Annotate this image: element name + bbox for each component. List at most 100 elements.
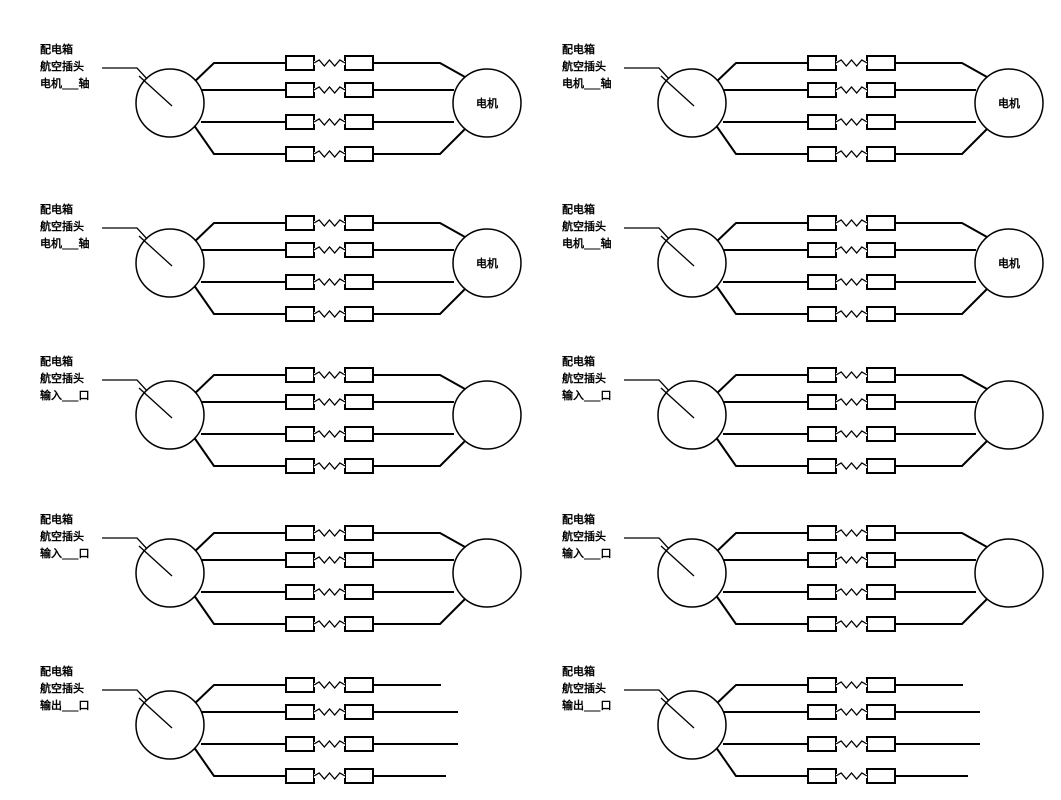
zigzag-connector xyxy=(835,371,868,379)
diagram-label-line: 配电箱 xyxy=(562,512,595,526)
zigzag-connector xyxy=(835,118,868,126)
zigzag-connector xyxy=(313,681,346,689)
terminal-box xyxy=(807,146,837,162)
terminal-box xyxy=(344,677,374,693)
aviation-plug-circle xyxy=(135,690,205,760)
zigzag-connector xyxy=(313,86,346,94)
terminal-box xyxy=(866,394,896,410)
zigzag-connector xyxy=(313,150,346,158)
zigzag-connector xyxy=(313,371,346,379)
wire xyxy=(190,374,466,398)
leader-line-inner xyxy=(660,387,695,419)
terminal-box xyxy=(344,306,374,322)
wire xyxy=(712,120,988,155)
diagram-label-line: 航空插头 xyxy=(40,371,84,385)
terminal-box xyxy=(866,55,896,71)
diagram-label-line: 航空插头 xyxy=(40,59,84,73)
diagram-label-line: 航空插头 xyxy=(562,681,606,695)
wire xyxy=(712,742,968,777)
terminal-box xyxy=(807,274,837,290)
terminal-box xyxy=(285,367,315,383)
leader-line-inner xyxy=(138,387,173,419)
terminal-box xyxy=(285,736,315,752)
terminal-box xyxy=(344,426,374,442)
motor-circle xyxy=(974,380,1044,450)
terminal-box xyxy=(866,367,896,383)
zigzag-connector xyxy=(835,430,868,438)
wire xyxy=(190,742,446,777)
terminal-box xyxy=(807,55,837,71)
terminal-box xyxy=(807,616,837,632)
diagram-label-line: 输出___口 xyxy=(40,698,90,712)
aviation-plug-circle xyxy=(135,538,205,608)
terminal-box xyxy=(866,242,896,258)
leader-line-inner xyxy=(660,545,695,577)
diagram-label-line: 电机___轴 xyxy=(562,76,612,90)
terminal-box xyxy=(807,82,837,98)
diagram-label-line: 配电箱 xyxy=(562,664,595,678)
leader-line-inner xyxy=(138,235,173,267)
aviation-plug-circle xyxy=(135,228,205,298)
terminal-box xyxy=(866,704,896,720)
terminal-box xyxy=(866,82,896,98)
diagram-label-line: 配电箱 xyxy=(40,354,73,368)
terminal-box xyxy=(344,616,374,632)
terminal-box xyxy=(344,274,374,290)
aviation-plug-circle xyxy=(657,538,727,608)
terminal-box xyxy=(285,215,315,231)
zigzag-connector xyxy=(835,86,868,94)
aviation-plug-circle xyxy=(657,228,727,298)
terminal-box xyxy=(344,736,374,752)
wire xyxy=(712,222,988,246)
terminal-box xyxy=(285,616,315,632)
motor-circle xyxy=(974,68,1044,138)
terminal-box xyxy=(866,616,896,632)
zigzag-connector xyxy=(313,430,346,438)
terminal-box xyxy=(285,114,315,130)
zigzag-connector xyxy=(313,740,346,748)
diagram-label-line: 航空插头 xyxy=(562,59,606,73)
terminal-box xyxy=(807,426,837,442)
motor-label: 电机 xyxy=(998,256,1020,270)
aviation-plug-circle xyxy=(135,380,205,450)
wire xyxy=(712,590,988,625)
terminal-box xyxy=(285,426,315,442)
wire xyxy=(190,432,466,467)
terminal-box xyxy=(866,426,896,442)
terminal-box xyxy=(344,146,374,162)
wire xyxy=(190,684,441,708)
terminal-box xyxy=(807,242,837,258)
terminal-box xyxy=(285,306,315,322)
diagram-label-line: 航空插头 xyxy=(562,529,606,543)
diagram-label-line: 配电箱 xyxy=(562,42,595,56)
terminal-box xyxy=(866,215,896,231)
terminal-box xyxy=(807,306,837,322)
motor-circle xyxy=(452,380,522,450)
wire xyxy=(190,532,466,556)
zigzag-connector xyxy=(313,59,346,67)
terminal-box xyxy=(866,458,896,474)
zigzag-connector xyxy=(835,529,868,537)
terminal-box xyxy=(344,82,374,98)
wire xyxy=(712,280,988,315)
terminal-box xyxy=(285,242,315,258)
leader-line-inner xyxy=(660,697,695,729)
diagram-label-line: 电机___轴 xyxy=(40,76,90,90)
wire xyxy=(190,280,466,315)
zigzag-connector xyxy=(313,398,346,406)
motor-circle xyxy=(974,228,1044,298)
diagram-label-line: 电机___轴 xyxy=(562,236,612,250)
wire xyxy=(190,62,466,86)
terminal-box xyxy=(285,146,315,162)
diagram-label-line: 配电箱 xyxy=(40,512,73,526)
diagram-label-line: 输入___口 xyxy=(562,388,612,402)
zigzag-connector xyxy=(313,118,346,126)
